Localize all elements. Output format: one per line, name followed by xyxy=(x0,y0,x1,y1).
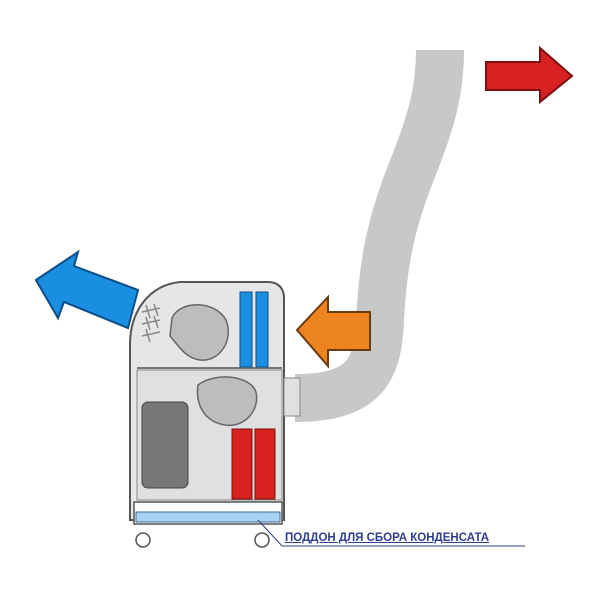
louvers xyxy=(141,303,161,343)
hot-air-arrow xyxy=(485,45,574,105)
evaporator-coil xyxy=(239,291,253,368)
condenser-coil xyxy=(231,428,253,500)
compressor xyxy=(141,401,189,489)
condensate-tray-label: ПОДДОН ДЛЯ СБОРА КОНДЕНСАТА xyxy=(285,532,490,544)
wheel-left xyxy=(135,532,151,548)
upper-fan xyxy=(169,304,229,361)
wheel-right xyxy=(254,532,270,548)
exhaust-hose xyxy=(294,49,464,422)
duct-connector xyxy=(283,377,301,417)
lower-fan xyxy=(196,376,258,426)
label-leader-line xyxy=(257,519,525,547)
cold-air-arrow xyxy=(34,249,140,330)
intake-air-arrow xyxy=(295,294,371,369)
air-conditioner-unit xyxy=(129,281,301,548)
